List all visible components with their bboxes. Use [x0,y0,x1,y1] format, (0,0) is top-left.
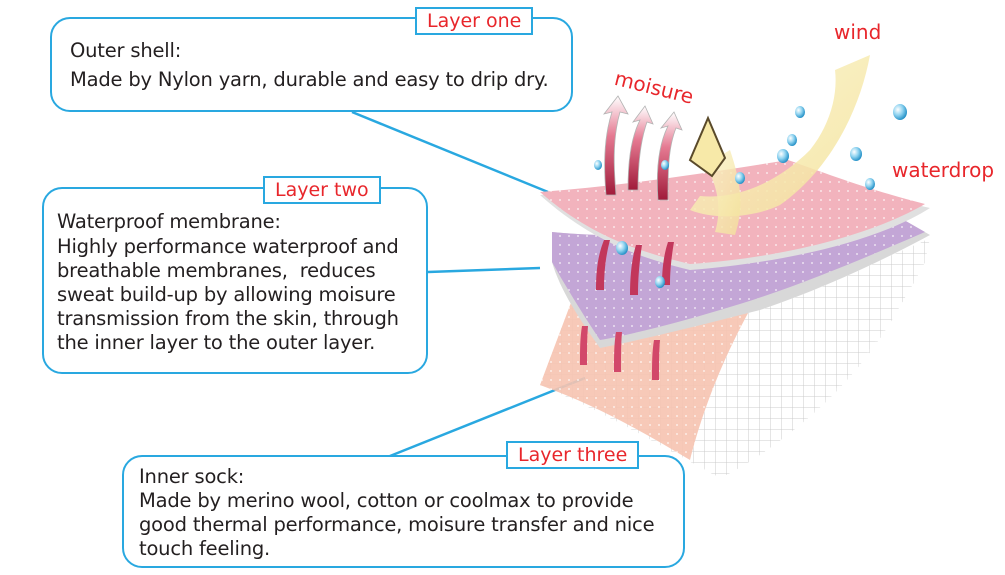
connector-line-layer-one [351,110,549,194]
waterdrop-icons [594,104,907,288]
layer-one-line-1: Made by Nylon yarn, durable and easy to … [70,68,549,91]
layer-three-line-3: touch feeling. [139,537,271,560]
wind-arrow-icon [688,115,727,178]
layer-three-line-2: good thermal performance, moisure transf… [139,513,655,536]
wind-label: wind [834,20,882,44]
waterdrop-label: waterdrop [892,158,995,182]
wind-stream [690,55,870,217]
connector-line-layer-three [389,376,586,458]
layer-two-line-2: breathable membranes, reduces [57,259,376,282]
layer-three-heading: Inner sock: [139,465,245,488]
layer-two-box [42,187,428,374]
layer-two-line-3: sweat build-up by allowing moisure [57,283,396,306]
layer-two-line-5: the inner layer to the outer layer. [57,331,376,354]
layer-two-line-4: transmission from the skin, through [57,307,399,330]
layer-three-box [122,455,685,568]
layer-three-line-1: Made by merino wool, cotton or coolmax t… [139,489,634,512]
layer-two-tag: Layer two [263,176,381,204]
layer-one-heading: Outer shell: [70,39,182,62]
moisture-arrows [580,95,683,380]
layer-three-tag: Layer three [506,441,640,469]
connector-line-layer-two [427,266,541,274]
layer-two-line-1: Highly performance waterproof and [57,235,399,258]
layer-two-heading: Waterproof membrane: [57,210,281,233]
layer-one-tag: Layer one [415,7,534,35]
